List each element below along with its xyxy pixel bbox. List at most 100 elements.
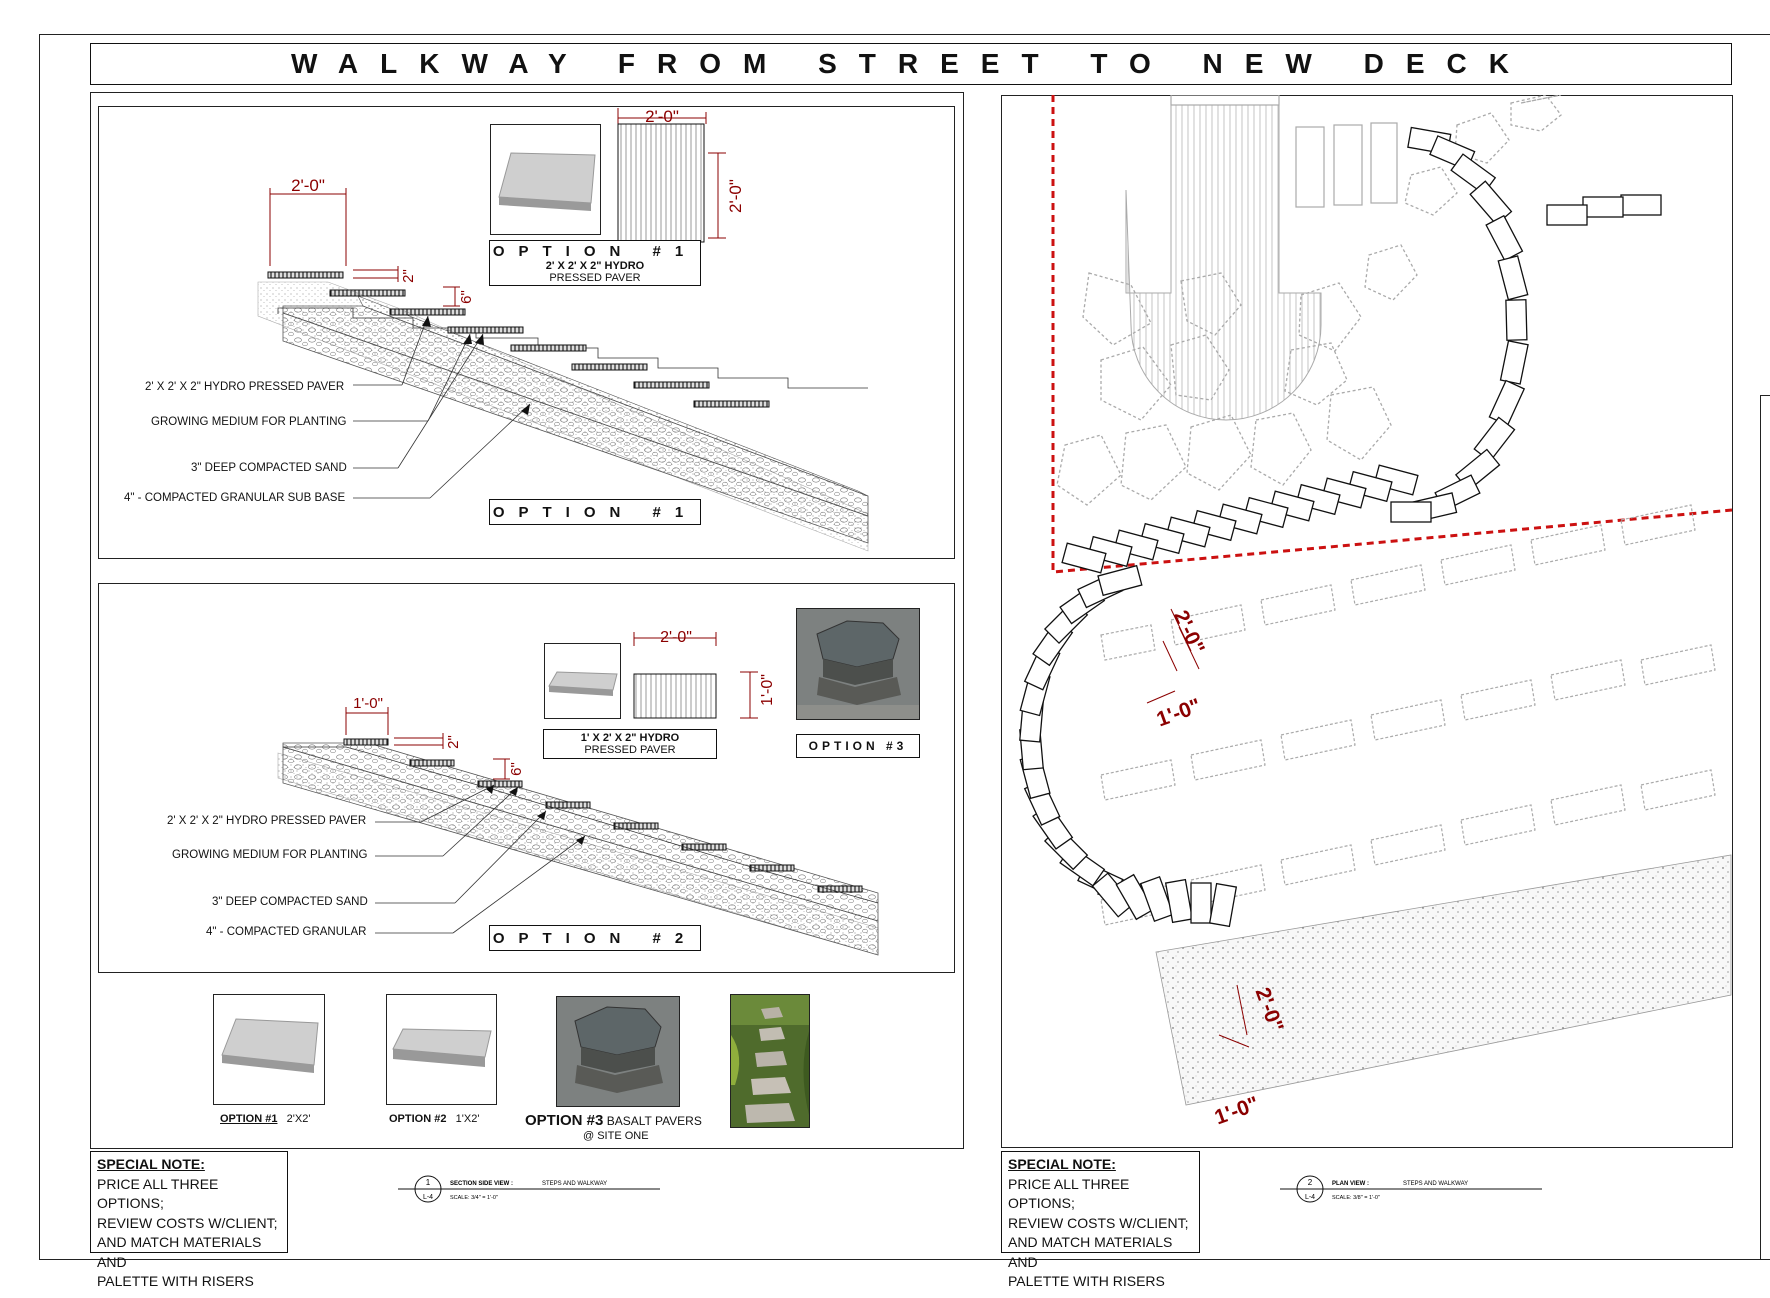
scale-right-scale: SCALE: 3/8" = 1'-0": [1332, 1195, 1380, 1201]
scale-block-section: 1 L-4 SECTION SIDE VIEW : STEPS AND WALK…: [398, 1175, 660, 1203]
label-paver-1: 2' X 2' X 2" HYDRO PRESSED PAVER: [145, 381, 345, 393]
dim-thickness-1: 2": [400, 269, 417, 283]
option-3-basalt-photo: [796, 608, 920, 720]
section-option-2-label-text: OPTION #2: [492, 929, 698, 947]
walkway-paver: [1139, 875, 1175, 923]
dim-width-top-1: 2'-0": [645, 108, 679, 126]
section-option-1-drawing: 2'-0" 2" 6": [257, 176, 869, 552]
option-2-spec-line1: 1' X 2' X 2" HYDRO: [580, 732, 680, 744]
walkway-paver: [1485, 214, 1524, 262]
swatch-option-3-bold: OPTION #3: [525, 1112, 604, 1129]
label-sand-1: 3" DEEP COMPACTED SAND: [191, 462, 347, 474]
dim-step-width-2: 1'-0": [353, 695, 383, 712]
scale-block-plan: 2 L-4 PLAN VIEW : STEPS AND WALKWAY SCAL…: [1280, 1175, 1542, 1203]
plan-dim-width-top: 2'-0": [1169, 607, 1209, 658]
title-block-edge: [1760, 395, 1770, 1260]
dim-height-top-1: 2'-0": [726, 179, 745, 213]
left-column-border: [90, 92, 964, 1149]
option-2-paver-photo: [544, 643, 621, 719]
walkway-paver: [1488, 379, 1526, 427]
swatch-option-1-size: 2'X2': [286, 1113, 311, 1125]
option-2-spec-box: 1' X 2' X 2" HYDRO PRESSED PAVER: [543, 729, 717, 759]
special-note-left-line3: AND MATCH MATERIALS AND: [97, 1234, 262, 1270]
special-note-left-heading: SPECIAL NOTE:: [97, 1156, 205, 1172]
walkway-paver: [1505, 299, 1528, 341]
swatch-option-3-source: @ SITE ONE: [583, 1130, 649, 1142]
swatch-option-2-size: 1'X2': [455, 1113, 480, 1125]
section-option-1-panel: [98, 106, 955, 559]
scale-left-sheet: L-4: [423, 1194, 433, 1201]
scale-left-subject: STEPS AND WALKWAY: [542, 1181, 607, 1187]
swatch-option-2-photo: [386, 994, 497, 1105]
option-3-label-text: OPTION #3: [808, 739, 908, 753]
special-note-right-line1: PRICE ALL THREE OPTIONS;: [1008, 1175, 1130, 1212]
dim-thickness-2: 2": [445, 735, 462, 749]
scale-left-scale: SCALE: 3/4" = 1'-0": [450, 1195, 498, 1201]
section-option-1-label-text: OPTION #1: [492, 503, 698, 521]
dim-step-width-1: 2'-0": [291, 176, 325, 195]
scale-left-title: SECTION SIDE VIEW :: [450, 1181, 513, 1187]
label-sand-2: 3" DEEP COMPACTED SAND: [212, 896, 368, 908]
option-2-height-dim: 1'-0": [759, 674, 776, 706]
special-note-right-heading: SPECIAL NOTE:: [1008, 1156, 1116, 1172]
section-option-1-label: OPTION #1: [489, 499, 701, 525]
walkway-paver: [1499, 340, 1529, 385]
walkway-paver: [1208, 882, 1238, 928]
scale-right-subject: STEPS AND WALKWAY: [1403, 1181, 1468, 1187]
special-note-left: SPECIAL NOTE: PRICE ALL THREE OPTIONS; R…: [90, 1151, 288, 1289]
sheet-border: [39, 34, 1770, 1260]
section-option-2-panel: [98, 583, 955, 973]
dim-rise-2: 6": [508, 762, 525, 776]
swatch-option-2-bold: OPTION #2: [389, 1113, 447, 1125]
walkway-paver: [1497, 255, 1529, 301]
scale-right-number: 2: [1308, 1178, 1313, 1187]
option-1-paver-elevation: 2'-0" 2'-0": [617, 108, 745, 243]
dim-width-top-2: 2'-0": [660, 629, 692, 646]
label-sub-base-1: 4" - COMPACTED GRANULAR SUB BASE: [124, 492, 346, 504]
garden-steps-photo: [730, 994, 810, 1128]
walkway-paver: [1061, 542, 1107, 574]
scale-right-title: PLAN VIEW :: [1332, 1181, 1369, 1187]
swatch-option-3-material: BASALT PAVERS: [606, 1114, 702, 1128]
option-1-paver-photo: [490, 124, 601, 235]
sheet-title: WALKWAY FROM STREET TO NEW DECK: [90, 43, 1732, 85]
walkway-paver: [1390, 501, 1432, 523]
dim-rise-1: 6": [458, 290, 475, 304]
plan-dim-height-top: 1'-0": [1154, 694, 1204, 731]
option-1-heading: OPTION #1: [492, 242, 698, 260]
swatch-option-1-bold: OPTION #1: [220, 1113, 278, 1125]
section-option-2-label: OPTION #2: [489, 925, 701, 951]
special-note-right-line2: REVIEW COSTS W/CLIENT;: [1008, 1214, 1189, 1231]
special-note-left-line2: REVIEW COSTS W/CLIENT;: [97, 1214, 278, 1231]
special-note-right-line4: PALETTE WITH RISERS: [1008, 1273, 1165, 1289]
section-option-2-drawing: 1'-0" 2" 6": [277, 695, 879, 956]
swatch-option-3-photo: [556, 996, 680, 1107]
walkway-paver: [1190, 882, 1212, 924]
walkway-paver: [1620, 194, 1662, 216]
option-3-label-box: OPTION #3: [796, 734, 920, 758]
walkway-paver: [1097, 564, 1143, 597]
option-2-spec-line2: PRESSED PAVER: [584, 744, 676, 756]
option-2-paver-elevation: 2'-0": [633, 629, 758, 719]
plan-view-drawing: 2'-0" 1'-0" 2'-0" 1'-0": [1019, 95, 1733, 1129]
option-1-spec-line1: 2' X 2' X 2" HYDRO: [545, 259, 645, 272]
swatch-option-1-caption: OPTION #1 2'X2': [220, 1113, 310, 1125]
scale-left-number: 1: [426, 1178, 431, 1187]
special-note-left-line1: PRICE ALL THREE OPTIONS;: [97, 1175, 219, 1212]
option-1-spec-box: OPTION #1 2' X 2' X 2" HYDRO PRESSED PAV…: [489, 240, 701, 286]
swatch-option-1-photo: [213, 994, 325, 1105]
walkway-paver: [1546, 204, 1588, 226]
label-sub-base-2: 4" - COMPACTED GRANULAR: [206, 926, 367, 938]
swatch-option-3-caption: OPTION #3 BASALT PAVERS: [525, 1112, 702, 1129]
right-column-border: [1001, 95, 1733, 1148]
label-paver-2: 2' X 2' X 2" HYDRO PRESSED PAVER: [167, 815, 367, 827]
special-note-right: SPECIAL NOTE: PRICE ALL THREE OPTIONS; R…: [1001, 1151, 1200, 1289]
special-note-right-line3: AND MATCH MATERIALS AND: [1008, 1234, 1173, 1270]
special-note-left-line4: PALETTE WITH RISERS: [97, 1273, 254, 1289]
walkway-paver: [1582, 196, 1624, 218]
dim-height-top-2: 1'-0": [759, 674, 776, 706]
walkway-paver: [1164, 878, 1194, 924]
scale-right-sheet: L-4: [1305, 1194, 1315, 1201]
swatch-option-2-caption: OPTION #2 1'X2': [389, 1113, 479, 1125]
